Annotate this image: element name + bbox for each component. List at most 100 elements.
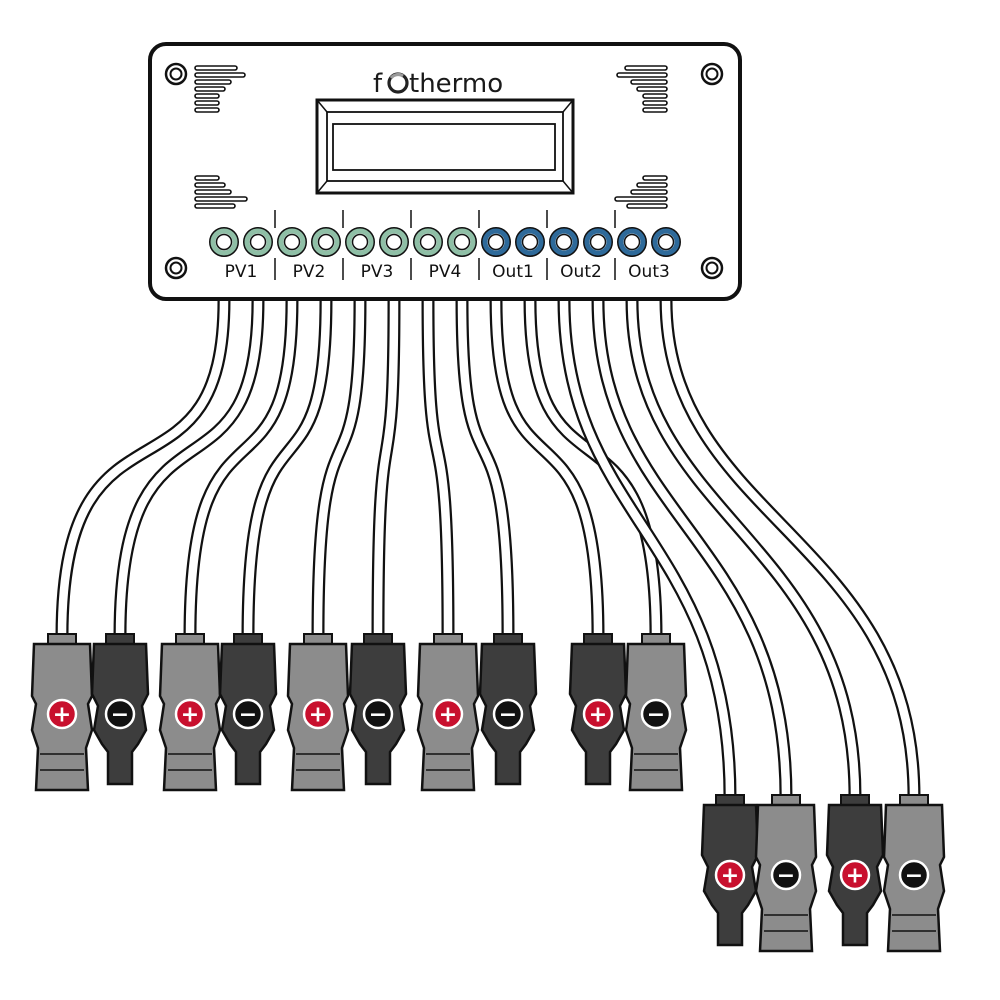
cable — [243, 299, 331, 637]
connector-ridge — [764, 914, 808, 932]
cable — [457, 299, 513, 637]
label-out3: Out3 — [628, 262, 670, 282]
cable — [559, 299, 735, 798]
ring-o-icon — [387, 72, 409, 94]
polarity-symbol: + — [721, 864, 739, 889]
connector-plus-10: + — [700, 794, 760, 947]
polarity-symbol: − — [777, 864, 795, 889]
cable — [661, 299, 919, 798]
port-hole-icon — [555, 233, 573, 251]
connector-ridge — [40, 753, 84, 771]
minus-badge-icon — [640, 698, 672, 730]
label-out1: Out1 — [492, 262, 534, 282]
connector-plus-8: + — [568, 633, 628, 786]
connector-ridge — [426, 753, 470, 771]
port-hole-icon — [317, 233, 335, 251]
port-ring-icon — [210, 228, 238, 256]
port-ring-icon — [312, 228, 340, 256]
port-hole-icon — [657, 233, 675, 251]
connector-ridge — [296, 753, 340, 771]
minus-badge-icon — [898, 859, 930, 891]
screw-hole-icon — [164, 256, 188, 280]
connector-plus-2: + — [158, 633, 222, 792]
label-out2: Out2 — [560, 262, 602, 282]
polarity-symbol: + — [181, 703, 199, 728]
minus-badge-icon — [232, 698, 264, 730]
port-hole-icon — [249, 233, 267, 251]
polarity-symbol: + — [309, 703, 327, 728]
plus-badge-icon — [46, 698, 78, 730]
lcd-display — [315, 98, 575, 195]
port-ring-icon — [380, 228, 408, 256]
screw-hole-icon — [700, 62, 724, 86]
port-hole-icon — [623, 233, 641, 251]
polarity-symbol: − — [239, 703, 257, 728]
minus-badge-icon — [492, 698, 524, 730]
connector-minus-1: − — [90, 633, 150, 786]
cable — [313, 299, 365, 637]
connector-ridge — [634, 753, 678, 771]
connector-plus-12: + — [825, 794, 885, 947]
connector-plus-0: + — [30, 633, 94, 792]
port-hole-icon — [453, 233, 471, 251]
port-ring-icon — [414, 228, 442, 256]
polarity-symbol: − — [647, 703, 665, 728]
connector-plus-4: + — [286, 633, 350, 792]
cable-outline — [55, 299, 231, 637]
connector-ridge — [892, 914, 936, 932]
vent-slots-top-left-icon — [194, 65, 246, 113]
minus-badge-icon — [104, 698, 136, 730]
port-ring-icon — [652, 228, 680, 256]
connector-ridge — [168, 753, 212, 771]
polarity-symbol: + — [439, 703, 457, 728]
port-ring-icon — [516, 228, 544, 256]
polarity-symbol: − — [905, 864, 923, 889]
polarity-symbol: − — [111, 703, 129, 728]
plus-badge-icon — [839, 859, 871, 891]
label-pv3: PV3 — [361, 262, 394, 282]
minus-badge-icon — [770, 859, 802, 891]
port-ring-icon — [618, 228, 646, 256]
port-hole-icon — [283, 233, 301, 251]
cable — [115, 299, 263, 637]
cable — [57, 299, 229, 637]
screw-hole-icon — [164, 62, 188, 86]
plus-badge-icon — [714, 859, 746, 891]
port-hole-icon — [419, 233, 437, 251]
cable — [423, 299, 453, 637]
cable — [627, 299, 860, 798]
port-ring-icon — [550, 228, 578, 256]
brand-name-f: f — [373, 69, 383, 99]
connector-minus-3: − — [218, 633, 278, 786]
minus-badge-icon — [362, 698, 394, 730]
polarity-symbol: − — [499, 703, 517, 728]
connector-minus-7: − — [478, 633, 538, 786]
label-pv1: PV1 — [225, 262, 258, 282]
vent-slots-top-right-icon — [616, 65, 668, 113]
port-hole-icon — [385, 233, 403, 251]
connector-minus-13: − — [882, 794, 946, 953]
port-ring-icon — [482, 228, 510, 256]
connector-minus-11: − — [754, 794, 818, 953]
polarity-symbol: + — [589, 703, 607, 728]
port-ring-icon — [448, 228, 476, 256]
brand-name-thermo: thermo — [409, 69, 503, 99]
vent-slots-mid-left-icon — [194, 175, 248, 209]
connector-minus-5: − — [348, 633, 408, 786]
plus-badge-icon — [174, 698, 206, 730]
connector-minus-9: − — [624, 633, 688, 792]
port-ring-icon — [278, 228, 306, 256]
polarity-symbol: + — [846, 864, 864, 889]
connector-plus-6: + — [416, 633, 480, 792]
screw-hole-icon — [700, 256, 724, 280]
plus-badge-icon — [302, 698, 334, 730]
label-pv2: PV2 — [293, 262, 326, 282]
cable — [593, 299, 791, 798]
mc4-connectors: +−+−+−+−+−+−+− — [30, 633, 946, 953]
port-hole-icon — [521, 233, 539, 251]
port-ring-icon — [244, 228, 272, 256]
port-hole-icon — [351, 233, 369, 251]
plus-badge-icon — [432, 698, 464, 730]
